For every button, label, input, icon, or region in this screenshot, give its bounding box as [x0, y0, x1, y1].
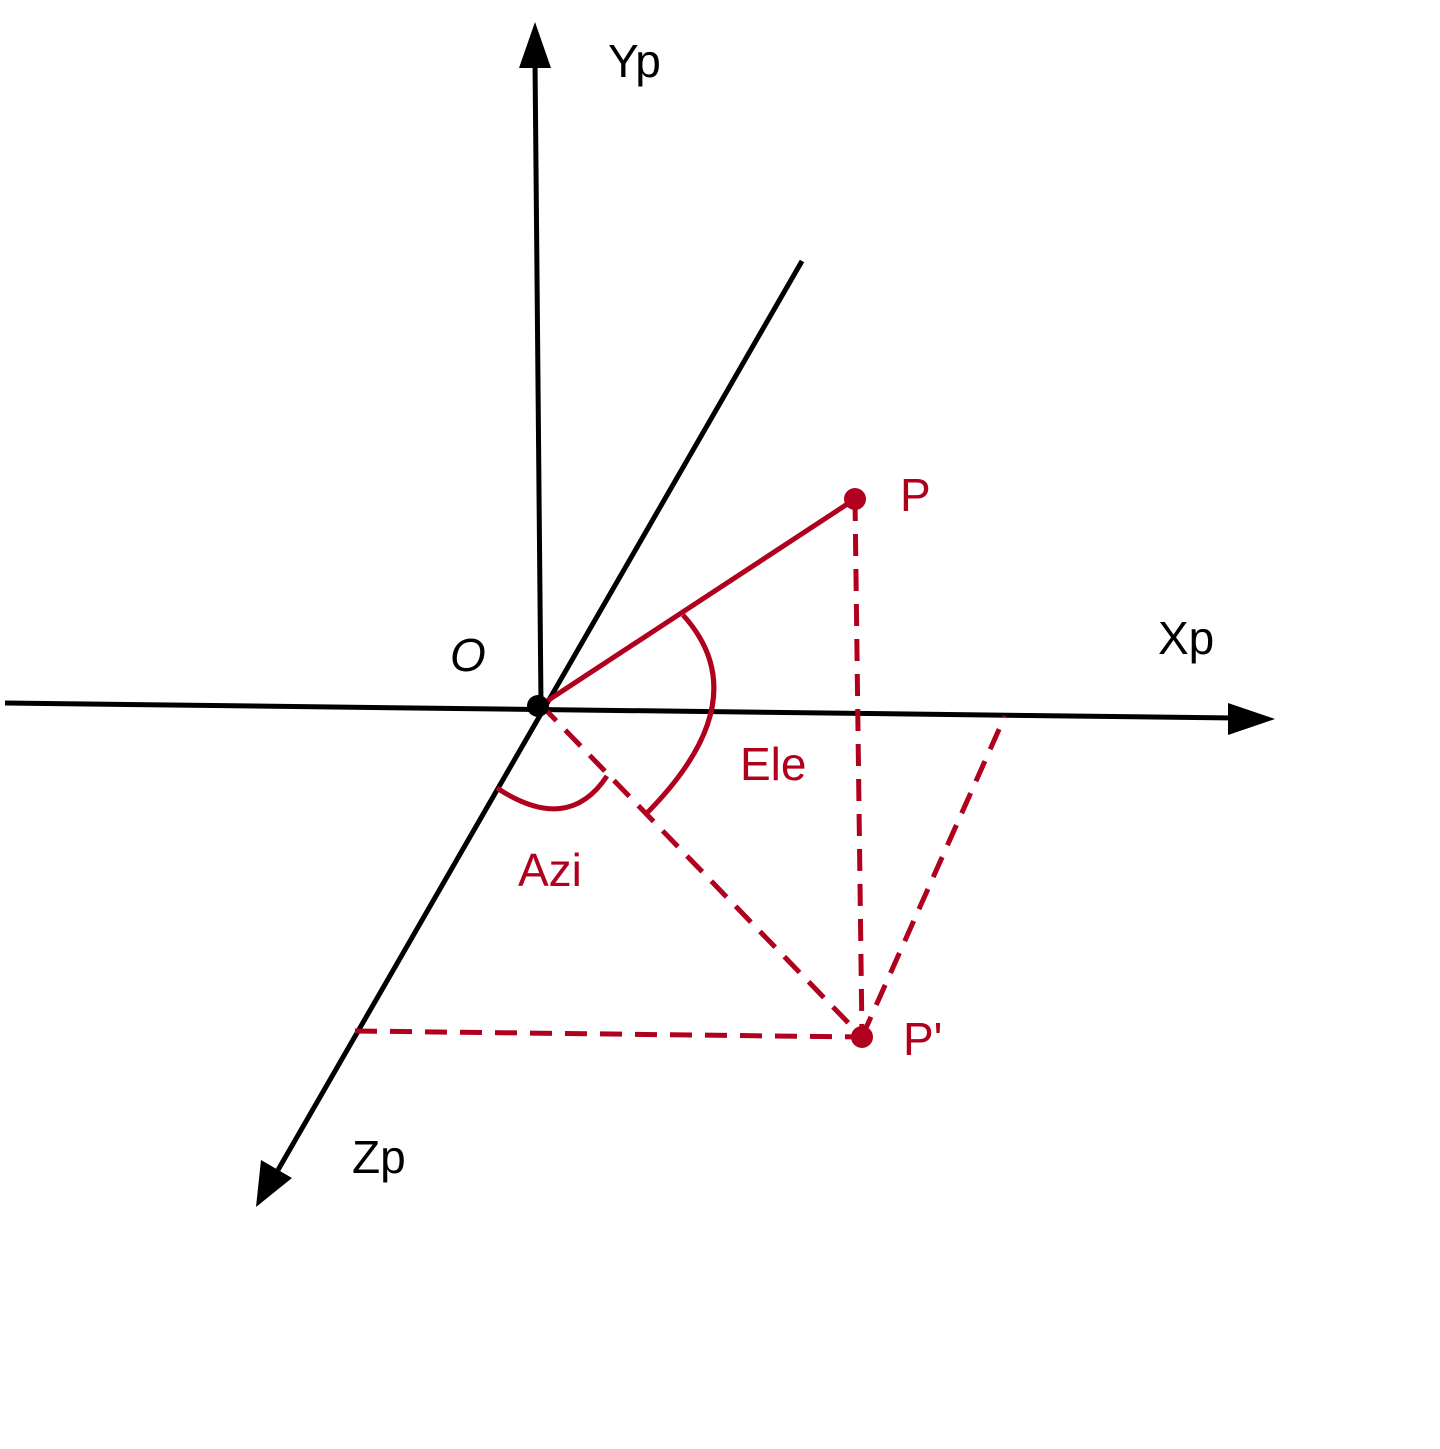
op-vector: [539, 496, 857, 708]
point-p-label: P: [900, 469, 931, 521]
y-axis-arrowhead: [519, 22, 551, 68]
z-axis-arrowhead: [256, 1160, 292, 1207]
azimuth-arc: [495, 774, 610, 812]
azimuth-label: Azi: [518, 844, 582, 896]
origin-label: O: [450, 629, 486, 681]
x-axis-arrowhead: [1228, 703, 1275, 735]
point-pprime-label: P': [903, 1013, 942, 1065]
point-p-dot: [844, 488, 866, 510]
origin-dot: [527, 695, 549, 717]
point-pprime-dot: [851, 1026, 873, 1048]
z-to-pprime-dashed: [354, 1028, 863, 1040]
elevation-label: Ele: [740, 738, 806, 790]
pprime-to-x-dashed: [859, 714, 1008, 1039]
p-to-pprime-dashed: [852, 498, 865, 1038]
elevation-arc: [643, 613, 717, 817]
x-axis-label: Xp: [1158, 612, 1214, 664]
x-axis-line: [4, 700, 1236, 721]
y-axis-line: [532, 59, 544, 707]
z-axis-label: Zp: [352, 1131, 406, 1183]
o-to-pprime-dashed: [539, 703, 864, 1039]
y-axis-label: Yp: [608, 35, 661, 87]
